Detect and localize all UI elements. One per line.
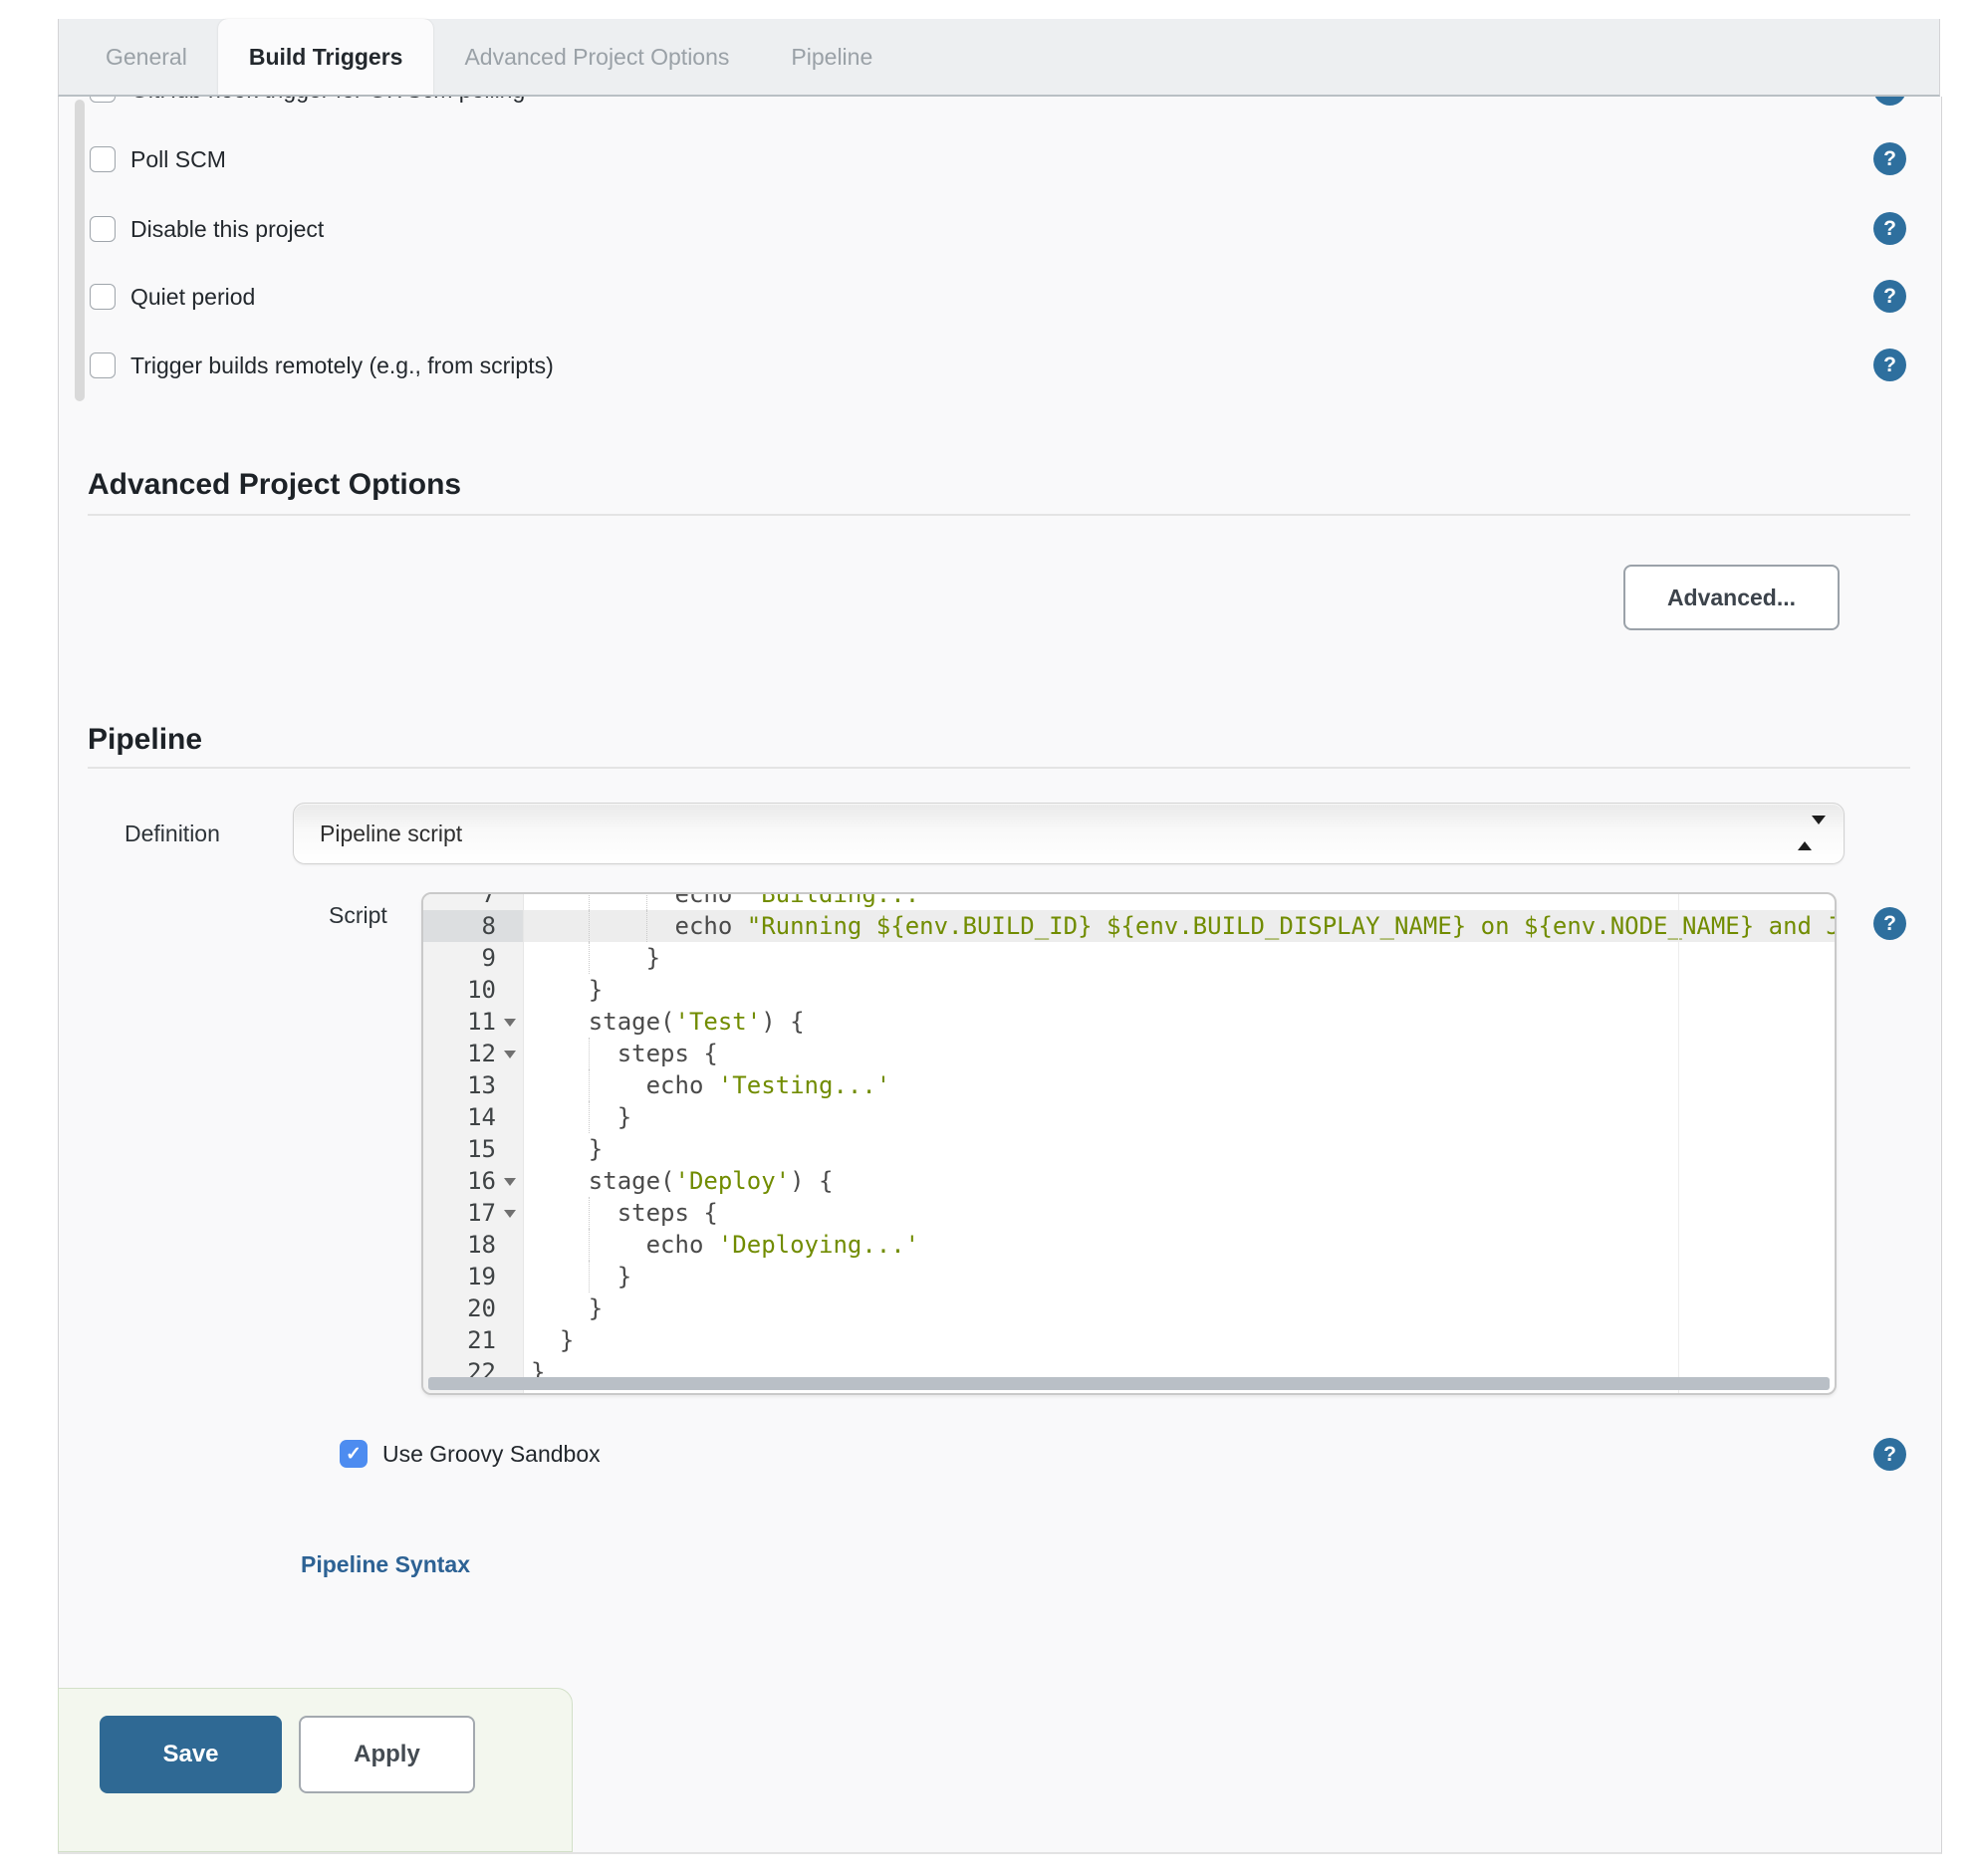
- tab-advanced-project-options[interactable]: Advanced Project Options: [464, 43, 730, 70]
- help-icon-sandbox[interactable]: ?: [1873, 1438, 1906, 1471]
- gutter-line-number[interactable]: 11: [423, 1006, 523, 1038]
- trigger-row: Trigger builds remotely (e.g., from scri…: [90, 349, 554, 382]
- advanced-options-heading: Advanced Project Options: [88, 468, 462, 501]
- definition-select[interactable]: Pipeline script: [293, 803, 1845, 864]
- apply-button[interactable]: Apply: [299, 1716, 475, 1793]
- gutter-line-number[interactable]: 13: [467, 1071, 496, 1099]
- trigger-checkbox[interactable]: [90, 146, 116, 172]
- gutter-line-number[interactable]: 18: [467, 1231, 496, 1259]
- fold-arrow-icon[interactable]: [504, 1019, 516, 1027]
- code-line: echo "Running ${env.BUILD_ID} ${env.BUIL…: [524, 910, 1835, 942]
- code-line: echo 'Testing...': [524, 1069, 1835, 1101]
- tab-pipeline[interactable]: Pipeline: [791, 43, 873, 70]
- pipeline-syntax-link[interactable]: Pipeline Syntax: [301, 1551, 471, 1577]
- help-icon-trigger[interactable]: ?: [1873, 280, 1906, 313]
- indent-guide: [588, 1069, 590, 1101]
- indent-guide: [588, 1261, 590, 1292]
- pipeline-heading: Pipeline: [88, 723, 203, 756]
- gutter-line-number[interactable]: 14: [467, 1103, 496, 1131]
- trigger-checkbox[interactable]: [90, 284, 116, 310]
- code-line: echo 'Deploying...': [524, 1229, 1835, 1261]
- gutter-line-number[interactable]: 15: [467, 1135, 496, 1163]
- advanced-options-divider: [88, 514, 1910, 516]
- code-line: }: [524, 1101, 1835, 1133]
- editor-print-margin: [1678, 894, 1679, 1393]
- fold-arrow-icon[interactable]: [504, 1178, 516, 1186]
- trigger-label: Quiet period: [130, 283, 256, 310]
- script-label: Script: [329, 902, 387, 928]
- code-line: }: [559, 1326, 575, 1354]
- code-line: stage('Deploy') {: [588, 1167, 834, 1195]
- indent-guide: [588, 910, 590, 942]
- indent-guide: [588, 1101, 590, 1133]
- triggers-scrollbar-thumb[interactable]: [75, 100, 85, 401]
- code-line: }: [588, 1135, 604, 1163]
- code-line: }: [588, 976, 604, 1004]
- indent-guide: [588, 1038, 590, 1069]
- editor-code-area[interactable]: echo 'Building...' echo "Running ${env.B…: [524, 894, 1835, 1388]
- help-icon-trigger[interactable]: ?: [1873, 142, 1906, 175]
- code-line: steps {: [524, 1038, 1835, 1069]
- indent-guide: [588, 942, 590, 974]
- config-tab-bar: General Build Triggers Advanced Project Op…: [58, 19, 1940, 97]
- gutter-line-number[interactable]: 20: [467, 1294, 496, 1322]
- gutter-line-number[interactable]: 7: [481, 894, 496, 908]
- code-line: echo 'Building...': [524, 894, 1835, 910]
- trigger-label: Disable this project: [130, 215, 325, 242]
- groovy-sandbox-row: ✓ Use Groovy Sandbox: [340, 1440, 601, 1468]
- groovy-sandbox-label: Use Groovy Sandbox: [382, 1440, 601, 1467]
- definition-label: Definition: [124, 821, 220, 846]
- trigger-label: Poll SCM: [130, 145, 226, 172]
- gutter-line-number[interactable]: 8: [423, 910, 523, 942]
- trigger-checkbox[interactable]: [90, 216, 116, 242]
- code-line: stage('Test') {: [588, 1008, 805, 1036]
- help-icon-trigger[interactable]: ?: [1873, 212, 1906, 245]
- indent-guide: [588, 894, 590, 910]
- tab-general[interactable]: General: [106, 43, 187, 70]
- advanced-button[interactable]: Advanced...: [1623, 565, 1840, 630]
- gutter-line-number[interactable]: 16: [423, 1165, 523, 1197]
- indent-guide: [645, 894, 647, 910]
- trigger-label: Trigger builds remotely (e.g., from scri…: [130, 352, 554, 378]
- gutter-line-number[interactable]: 19: [467, 1263, 496, 1290]
- indent-guide: [588, 1229, 590, 1261]
- gutter-line-number[interactable]: 9: [481, 944, 496, 972]
- help-icon-script[interactable]: ?: [1873, 907, 1906, 940]
- code-line: steps {: [524, 1197, 1835, 1229]
- fold-arrow-icon[interactable]: [504, 1210, 516, 1218]
- tab-build-triggers[interactable]: Build Triggers: [217, 19, 434, 95]
- gutter-line-number[interactable]: 10: [467, 976, 496, 1004]
- trigger-row: Disable this project: [90, 212, 324, 246]
- indent-guide: [588, 1197, 590, 1229]
- code-line: }: [588, 1294, 604, 1322]
- trigger-checkbox[interactable]: [90, 352, 116, 378]
- trigger-row: Poll SCM: [90, 142, 226, 176]
- pipeline-divider: [88, 767, 1910, 769]
- help-icon-trigger[interactable]: ?: [1873, 349, 1906, 381]
- gutter-line-number[interactable]: 17: [423, 1197, 523, 1229]
- code-line: }: [524, 1261, 1835, 1292]
- fold-arrow-icon[interactable]: [504, 1051, 516, 1058]
- editor-horizontal-scrollbar[interactable]: [428, 1377, 1830, 1390]
- gutter-line-number[interactable]: 12: [423, 1038, 523, 1069]
- indent-guide: [645, 910, 647, 942]
- select-stepper-icon: [1798, 816, 1826, 850]
- trigger-row: Quiet period: [90, 280, 255, 314]
- code-line: }: [524, 942, 1835, 974]
- gutter-line-number[interactable]: 21: [467, 1326, 496, 1354]
- save-button[interactable]: Save: [100, 1716, 282, 1793]
- definition-select-value: Pipeline script: [320, 820, 463, 846]
- groovy-sandbox-checkbox[interactable]: ✓: [340, 1440, 368, 1468]
